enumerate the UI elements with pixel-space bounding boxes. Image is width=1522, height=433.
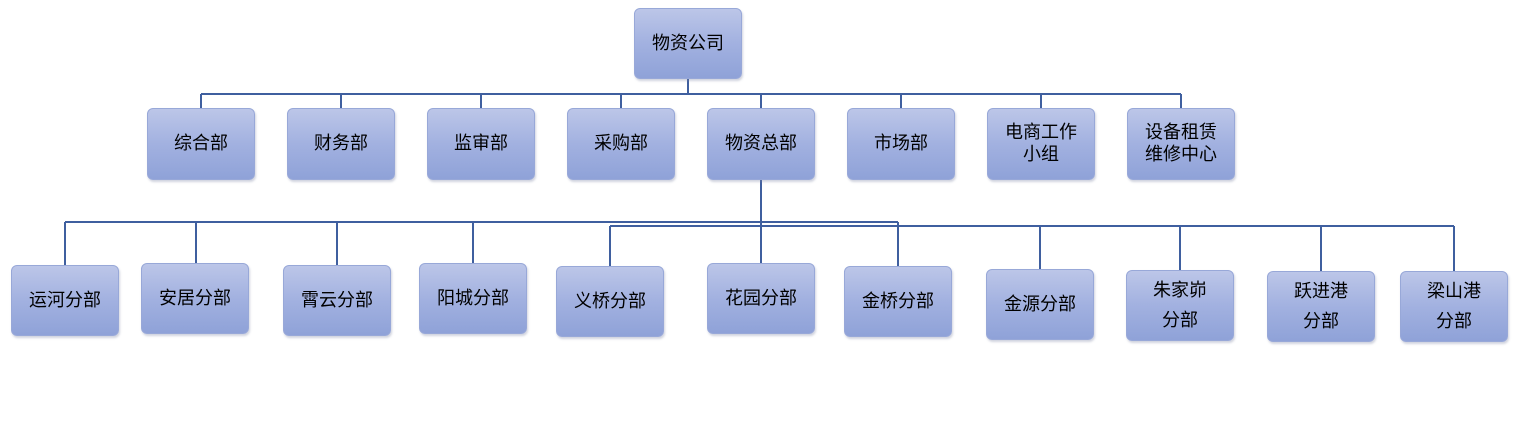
branch-node: 金源分部 [986, 269, 1094, 340]
dept-node: 财务部 [287, 108, 395, 180]
branch-node: 梁山港 分部 [1400, 271, 1508, 342]
dept-node: 综合部 [147, 108, 255, 180]
branch-node: 花园分部 [707, 263, 815, 334]
dept-node: 市场部 [847, 108, 955, 180]
dept-node: 采购部 [567, 108, 675, 180]
branch-node: 朱家峁 分部 [1126, 270, 1234, 341]
branch-node: 金桥分部 [844, 266, 952, 337]
branch-node: 阳城分部 [419, 263, 527, 334]
branch-node: 运河分部 [11, 265, 119, 336]
branch-node: 义桥分部 [556, 266, 664, 337]
dept-node: 设备租赁 维修中心 [1127, 108, 1235, 180]
root-node: 物资公司 [634, 8, 742, 79]
branch-node: 跃进港 分部 [1267, 271, 1375, 342]
dept-node: 电商工作 小组 [987, 108, 1095, 180]
branch-node: 霄云分部 [283, 265, 391, 336]
dept-node: 物资总部 [707, 108, 815, 180]
branch-node: 安居分部 [141, 263, 249, 334]
dept-node: 监审部 [427, 108, 535, 180]
